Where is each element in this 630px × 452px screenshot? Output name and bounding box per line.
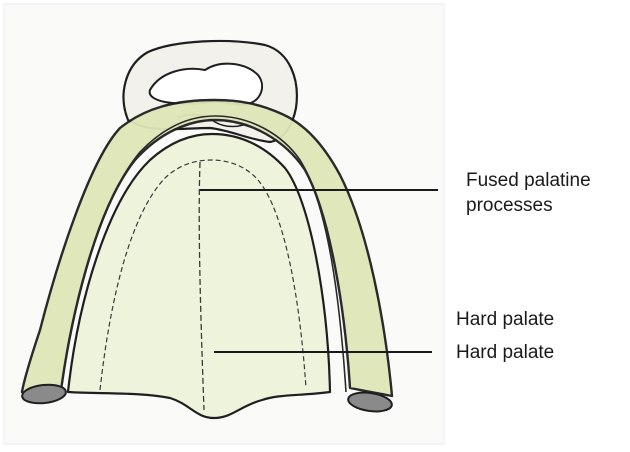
- label-hard-palate-1-text: Hard palate: [456, 307, 554, 332]
- label-hard-palate-2-text: Hard palate: [456, 340, 554, 365]
- label-fused-palatine-processes-line1: Fused palatine: [466, 168, 591, 193]
- label-fused-palatine-processes: Fused palatine processes: [466, 168, 591, 218]
- label-hard-palate-1: Hard palate: [456, 307, 554, 332]
- label-hard-palate-2: Hard palate: [456, 340, 554, 365]
- label-fused-palatine-processes-line2: processes: [466, 193, 591, 218]
